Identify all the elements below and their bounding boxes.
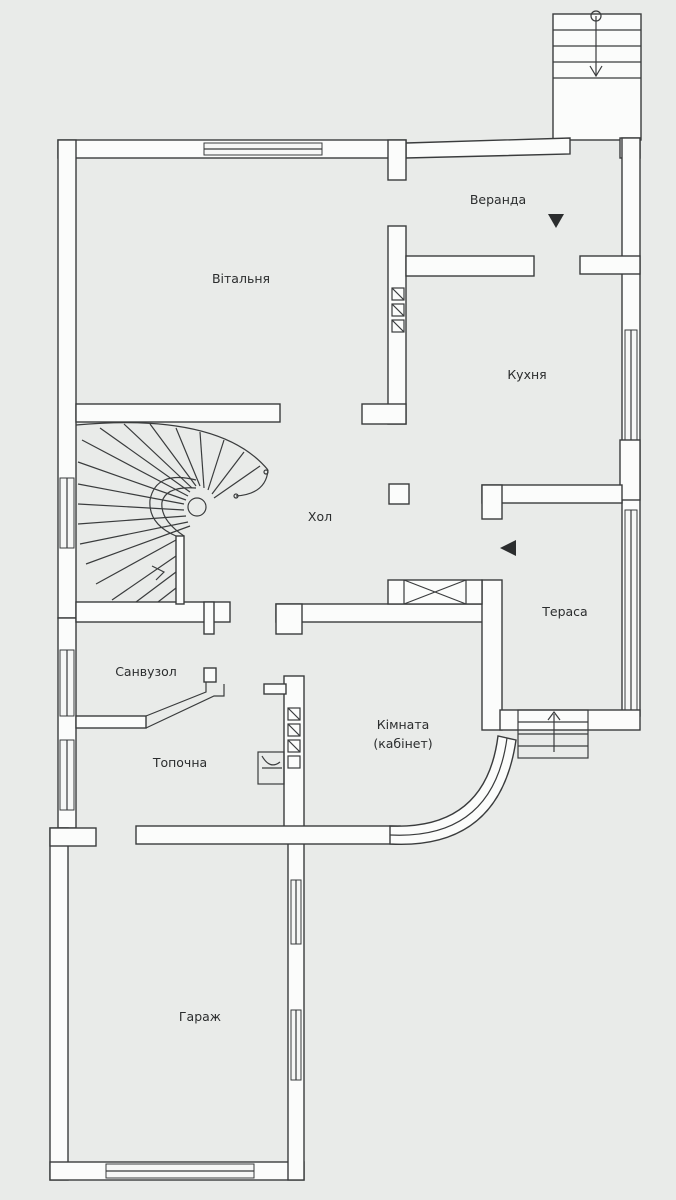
entrance-arrow-hall — [500, 540, 516, 556]
room-label-veranda: Веранда — [470, 192, 526, 207]
room-label-room-sub: (кабінет) — [373, 736, 432, 751]
room-label-room: Кімната — [377, 717, 430, 732]
spiral-staircase — [75, 422, 269, 603]
terrace-stairs — [499, 709, 641, 759]
entrance-arrow-veranda — [548, 214, 564, 228]
room-label-kitchen: Кухня — [507, 367, 546, 382]
room-label-boiler: Топочна — [152, 755, 207, 770]
vent-shafts — [257, 287, 405, 785]
room-label-terrace: Тераса — [541, 604, 587, 619]
room-label-garage: Гараж — [179, 1009, 221, 1024]
room-label-hall: Хол — [308, 509, 332, 524]
interior-walls — [75, 139, 641, 845]
exterior-stairs-top — [552, 10, 642, 141]
room-label-living: Вітальня — [212, 271, 270, 286]
room-label-bathroom: Санвузол — [115, 664, 177, 679]
